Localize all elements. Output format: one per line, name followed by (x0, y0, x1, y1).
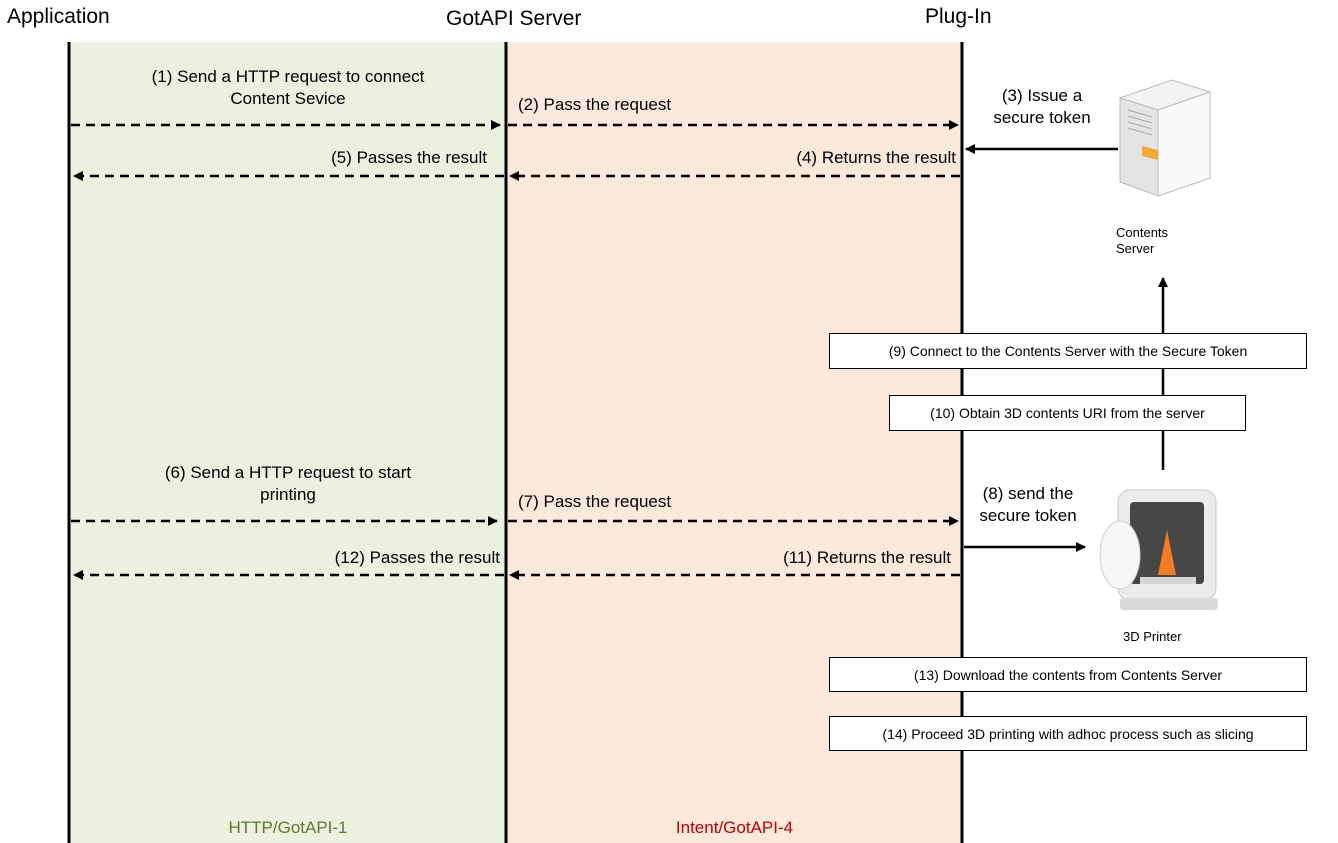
message-3-line1: (3) Issue a (1001, 86, 1083, 105)
message-12: (12) Passes the result (334, 548, 500, 567)
step-box-9: (9) Connect to the Contents Server with … (829, 333, 1307, 369)
message-1-line1: (1) Send a HTTP request to connect (151, 67, 425, 86)
message-8-line2: secure token (979, 506, 1077, 525)
step-box-10: (10) Obtain 3D contents URI from the ser… (889, 395, 1246, 431)
message-11: (11) Returns the result (783, 548, 951, 567)
printer-label: 3D Printer (1123, 629, 1182, 644)
zone-label-intent-gotapi-4: Intent/GotAPI-4 (675, 818, 794, 837)
step-box-13: (13) Download the contents from Contents… (829, 657, 1307, 692)
lane-header-plugin: Plug-In (925, 5, 992, 28)
contents-server-label: Contents Server (1116, 225, 1168, 257)
zone-label-http-gotapi-1: HTTP/GotAPI-1 (228, 818, 348, 837)
message-6: (6) Send a HTTP request to start printin… (70, 462, 506, 506)
message-8: (8) send the secure token (966, 483, 1090, 527)
message-1: (1) Send a HTTP request to connect Conte… (70, 66, 506, 110)
lane-header-gotapi-server: GotAPI Server (446, 7, 582, 30)
3d-printer-icon (1098, 478, 1234, 624)
contents-server-label-line2: Server (1116, 241, 1155, 256)
message-1-line2: Content Sevice (230, 89, 346, 108)
message-7: (7) Pass the request (518, 492, 672, 511)
message-3: (3) Issue a secure token (966, 85, 1118, 129)
message-6-line1: (6) Send a HTTP request to start (164, 463, 412, 482)
message-2: (2) Pass the request (518, 95, 672, 114)
message-5: (5) Passes the result (331, 148, 487, 167)
message-3-line2: secure token (993, 108, 1091, 127)
message-6-line2: printing (260, 485, 316, 504)
lane-header-application: Application (7, 5, 110, 28)
message-4: (4) Returns the result (796, 148, 956, 167)
step-box-14: (14) Proceed 3D printing with adhoc proc… (829, 716, 1307, 751)
contents-server-icon (1118, 79, 1212, 197)
message-8-line1: (8) send the (982, 484, 1074, 503)
contents-server-label-line1: Contents (1116, 225, 1169, 240)
